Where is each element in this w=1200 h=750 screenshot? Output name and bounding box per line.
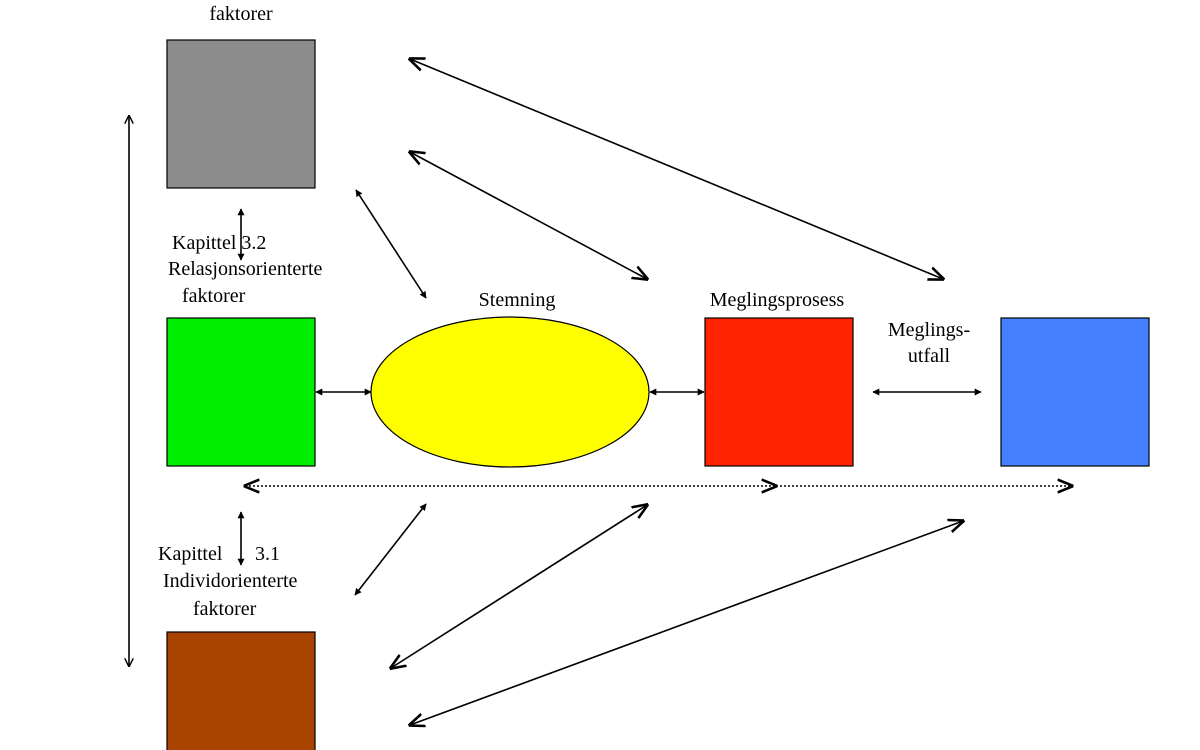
top-to-outcome-arrow: [410, 59, 943, 279]
individual-to-mood-arrow: [354, 503, 427, 596]
relational-heading: Kapittel 3.2: [172, 232, 266, 254]
outcome-box: [1000, 317, 1150, 467]
individual-heading-b: 3.1: [255, 543, 280, 565]
top-factors-label: faktorer: [209, 3, 273, 25]
individual-heading-a: Kapittel: [158, 543, 223, 565]
individual-to-outcome-arrow: [410, 521, 963, 725]
process-label: Meglingsprosess: [710, 289, 845, 311]
relational-sub: faktorer: [182, 285, 246, 307]
relational-factors-box: [166, 317, 316, 467]
individual-title: Individorienterte: [163, 570, 298, 592]
outcome-label-line2: utfall: [908, 345, 951, 367]
relational-title: Relasjonsorienterte: [168, 258, 323, 280]
top-factors-box: [166, 39, 316, 189]
individual-to-process-arrow: [391, 505, 647, 668]
process-box: [704, 317, 854, 467]
individual-sub: faktorer: [193, 598, 257, 620]
outcome-label-line1: Meglings-: [888, 319, 970, 341]
mood-ellipse: [370, 316, 650, 468]
mood-label: Stemning: [479, 289, 556, 311]
top-to-process-arrow: [410, 152, 647, 279]
individual-factors-box: [166, 631, 316, 750]
top-to-mood-arrow: [355, 189, 427, 299]
